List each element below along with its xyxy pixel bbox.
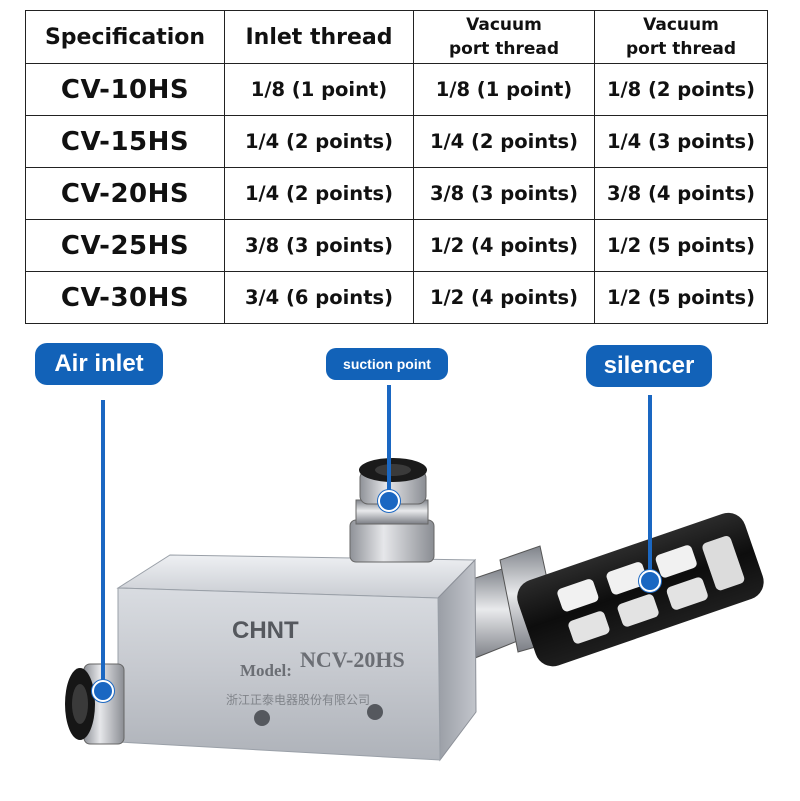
model-cell: CV-10HS bbox=[25, 63, 225, 116]
table-row: CV-15HS 1/4 (2 points) 1/4 (2 points) 1/… bbox=[25, 115, 768, 168]
header-vacuum-port-thread-2: Vacuum port thread bbox=[594, 10, 768, 64]
inlet-cell: 1/4 (2 points) bbox=[224, 167, 414, 220]
header-inlet-thread: Inlet thread bbox=[224, 10, 414, 64]
vacuum-port-cell: 1/8 (2 points) bbox=[594, 63, 768, 116]
inlet-cell: 1/8 (1 point) bbox=[224, 63, 414, 116]
vacuum-port-cell: 1/4 (2 points) bbox=[413, 115, 595, 168]
table-header-row: Specification Inlet thread Vacuum port t… bbox=[25, 10, 768, 64]
air-inlet-fitting bbox=[65, 663, 125, 745]
vacuum-port-cell: 3/8 (4 points) bbox=[594, 167, 768, 220]
vacuum-port-cell: 1/2 (4 points) bbox=[413, 219, 595, 272]
model-cell: CV-25HS bbox=[25, 219, 225, 272]
suction-port-fitting bbox=[349, 458, 435, 563]
vacuum-port-cell: 1/2 (4 points) bbox=[413, 271, 595, 324]
spec-table: Specification Inlet thread Vacuum port t… bbox=[25, 10, 768, 324]
header-vacuum-port-thread-1: Vacuum port thread bbox=[413, 10, 595, 64]
suction-point-label: suction point bbox=[326, 348, 448, 380]
air-inlet-label: Air inlet bbox=[35, 343, 163, 385]
vacuum-port-cell: 1/2 (5 points) bbox=[594, 271, 768, 324]
inlet-cell: 1/4 (2 points) bbox=[224, 115, 414, 168]
model-cell: CV-15HS bbox=[25, 115, 225, 168]
table-row: CV-10HS 1/8 (1 point) 1/8 (1 point) 1/8 … bbox=[25, 63, 768, 116]
table-row: CV-25HS 3/8 (3 points) 1/2 (4 points) 1/… bbox=[25, 219, 768, 272]
aluminium-body bbox=[116, 554, 477, 762]
vacuum-port-cell: 1/4 (3 points) bbox=[594, 115, 768, 168]
vacuum-port-cell: 3/8 (3 points) bbox=[413, 167, 595, 220]
header-specification: Specification bbox=[25, 10, 225, 64]
model-label: Model: bbox=[240, 661, 292, 680]
table-row: CV-20HS 1/4 (2 points) 3/8 (3 points) 3/… bbox=[25, 167, 768, 220]
silencer-pointer-dot bbox=[639, 570, 661, 592]
silencer-part bbox=[454, 512, 764, 667]
model-cell: CV-20HS bbox=[25, 167, 225, 220]
air-inlet-pointer-dot bbox=[92, 680, 114, 702]
inlet-cell: 3/8 (3 points) bbox=[224, 219, 414, 272]
suction-point-pointer-dot bbox=[378, 490, 400, 512]
brand-logo-text: CHNT bbox=[232, 617, 299, 644]
table-row: CV-30HS 3/4 (6 points) 1/2 (4 points) 1/… bbox=[25, 271, 768, 324]
company-name: 浙江正泰电器股份有限公司 bbox=[226, 693, 370, 707]
model-cell: CV-30HS bbox=[25, 271, 225, 324]
vacuum-port-cell: 1/2 (5 points) bbox=[594, 219, 768, 272]
air-inlet-pointer-line bbox=[101, 400, 105, 690]
vacuum-port-cell: 1/8 (1 point) bbox=[413, 63, 595, 116]
suction-point-pointer-line bbox=[387, 385, 391, 495]
silencer-label: silencer bbox=[586, 345, 712, 387]
inlet-cell: 3/4 (6 points) bbox=[224, 271, 414, 324]
vacuum-generator-illustration: CHNT Model: NCV-20HS 浙江正泰电器股份有限公司 bbox=[65, 458, 764, 762]
model-value: NCV-20HS bbox=[300, 647, 405, 672]
silencer-pointer-line bbox=[648, 395, 652, 575]
